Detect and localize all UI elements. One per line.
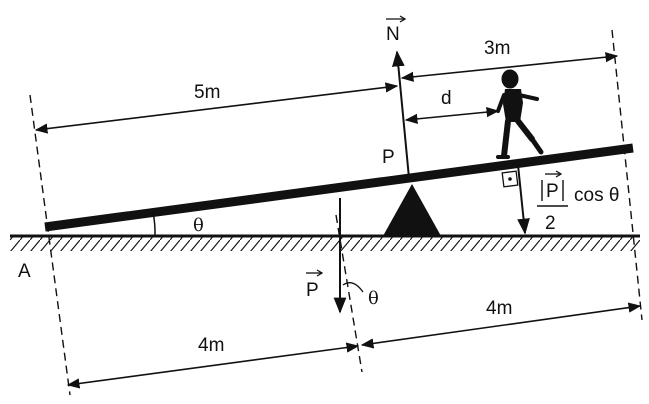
- component-vector-bar-head: [555, 170, 563, 178]
- dist-bottom-left-label: 4m: [198, 335, 224, 356]
- dashed-line-left: [29, 94, 71, 396]
- plank: [44, 143, 634, 232]
- p-pivot-label: P: [382, 147, 395, 168]
- point-a-label: A: [18, 261, 31, 282]
- dim-bottom-right-arrow: [360, 302, 642, 349]
- theta-weight-label: θ: [368, 288, 379, 309]
- p-weight-label: P: [306, 280, 319, 301]
- theta-weight-leader: [342, 282, 364, 293]
- dim-d-arrow: [404, 107, 500, 124]
- p-weight-vector-bar-head: [316, 269, 324, 277]
- component-denominator: 2: [545, 213, 556, 234]
- n-label: N: [386, 24, 400, 45]
- d-label: d: [441, 88, 452, 109]
- normal-force-arrow: [391, 50, 410, 179]
- dist-bottom-right-label: 4m: [486, 298, 512, 319]
- dim-bottom-left-arrow: [66, 342, 360, 389]
- theta-base-label: θ: [193, 215, 204, 236]
- theta-arc: [152, 211, 156, 237]
- dist-right-label: 3m: [484, 38, 510, 59]
- person-walking-icon: [496, 69, 544, 159]
- ground-hatching: [10, 237, 640, 251]
- pivot-triangle-icon: [383, 184, 441, 236]
- dim-5m-arrow: [34, 82, 399, 134]
- right-angle-dot: [508, 177, 512, 181]
- component-p-label: P: [546, 181, 559, 202]
- dim-3m-arrow: [400, 52, 619, 82]
- right-angle-icon: [501, 170, 519, 188]
- n-vector-bar-head: [399, 15, 407, 23]
- component-arrow: [517, 164, 530, 235]
- dist-left-label: 5m: [194, 82, 220, 103]
- component-cos-label: cos θ: [574, 185, 619, 206]
- dashed-line-right: [611, 29, 643, 321]
